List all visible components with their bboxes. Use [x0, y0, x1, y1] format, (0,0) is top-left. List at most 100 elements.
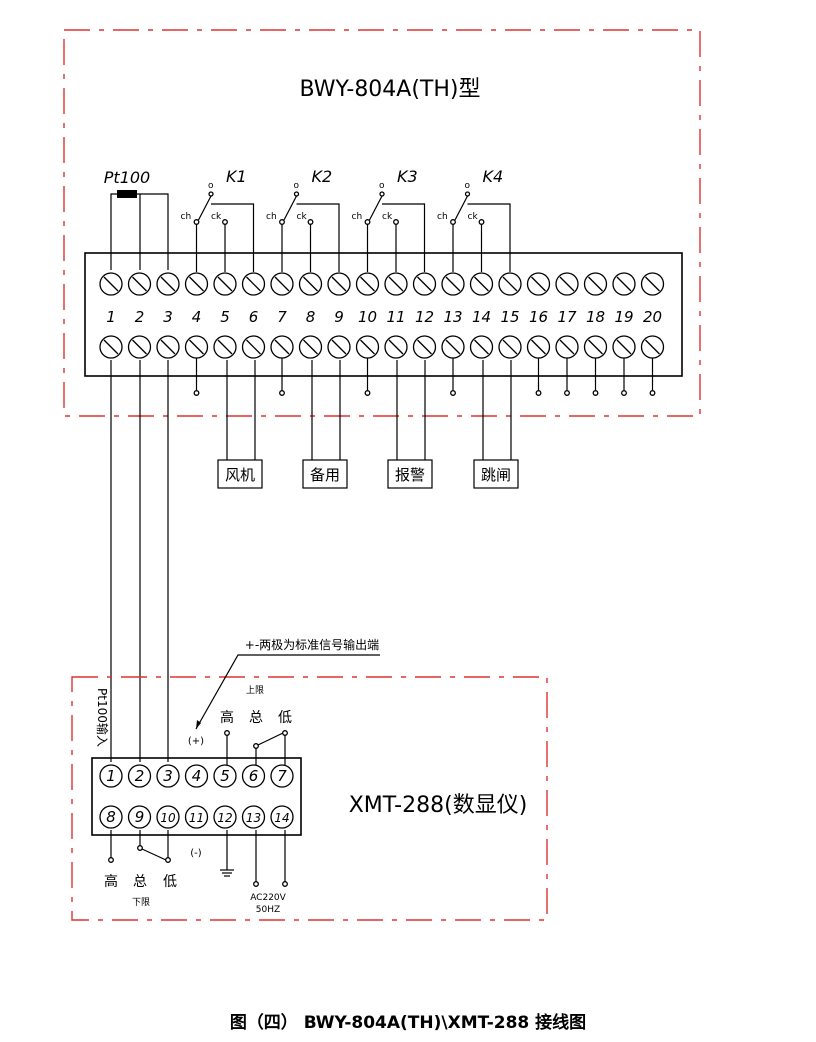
- xmt-terminal-13: 13: [241, 805, 266, 829]
- xmt-terminal-12: 12: [213, 805, 237, 829]
- pt100-label: Pt100: [104, 168, 150, 187]
- terminal-number: 17: [557, 308, 577, 326]
- terminal-top-14: [469, 272, 494, 296]
- svg-text:2: 2: [135, 767, 145, 785]
- terminal-number: 14: [472, 308, 491, 326]
- terminal-pin: [592, 358, 599, 396]
- svg-text:12: 12: [217, 811, 232, 825]
- load-spare-label: 备用: [310, 466, 340, 484]
- terminal-bottom-9: [327, 335, 351, 359]
- xmt-terminal-2: 2: [127, 764, 152, 788]
- svg-text:14: 14: [274, 811, 289, 825]
- relay-ch-label: ch: [437, 212, 448, 222]
- lower-limit-contacts: [108, 830, 171, 863]
- terminal-pin: [364, 358, 371, 396]
- relay-ch-label: ch: [266, 212, 277, 222]
- xmt-title: XMT-288(数显仪): [349, 793, 528, 818]
- upper-limit-common: 总: [249, 710, 263, 726]
- upper-limit-high: 高: [220, 709, 234, 726]
- terminal-bottom-8: [298, 335, 323, 359]
- lower-limit-label: 下限: [132, 897, 150, 908]
- relay-name: K1: [226, 167, 247, 186]
- terminal-row-bottom: [99, 335, 665, 359]
- relay-ch-label: ch: [181, 212, 192, 222]
- xmt-terminal-5: 5: [213, 764, 237, 788]
- terminal-bottom-1: [99, 335, 123, 359]
- terminal-pin: [193, 358, 200, 396]
- terminal-top-15: [498, 272, 522, 296]
- upper-limit-contacts: [224, 730, 288, 765]
- load-spare: 备用: [302, 360, 348, 489]
- terminal-top-4: [184, 272, 209, 296]
- terminal-bottom-11: [384, 335, 408, 359]
- terminal-bottom-10: [355, 335, 380, 359]
- terminal-number: 5: [220, 308, 230, 326]
- terminal-bottom-19: [612, 335, 636, 359]
- xmt-unit-boundary: [71, 676, 548, 921]
- terminal-pin: [450, 358, 456, 396]
- terminal-bottom-16: [526, 335, 551, 359]
- load-fan-label: 风机: [225, 466, 255, 484]
- terminal-top-11: [384, 272, 408, 296]
- signal-output-note: +-两极为标准信号输出端: [245, 637, 379, 652]
- relay-pivot-label: o: [379, 181, 385, 191]
- xmt-terminal-11: 11: [184, 805, 209, 829]
- terminal-top-3: [156, 272, 180, 296]
- pt100-input-label: Pt100输入: [95, 688, 110, 747]
- load-alarm: 报警: [387, 360, 433, 489]
- relay-ck-label: ck: [382, 212, 393, 222]
- terminal-bottom-15: [498, 335, 522, 359]
- relay-ck-label: ck: [468, 212, 479, 222]
- power-voltage-label: AC220V: [250, 893, 286, 903]
- svg-text:7: 7: [277, 767, 287, 785]
- terminal-number: 3: [163, 308, 173, 326]
- terminal-bottom-13: [441, 335, 465, 359]
- terminal-number: 13: [443, 308, 462, 326]
- terminal-top-16: [526, 272, 551, 296]
- xmt-terminal-10: 10: [156, 805, 180, 829]
- minus-label: (-): [190, 848, 202, 859]
- terminal-top-6: [241, 272, 266, 296]
- terminal-top-17: [555, 272, 579, 296]
- relay-pivot-label: o: [465, 181, 471, 191]
- lower-limit-low: 低: [163, 874, 177, 890]
- svg-text:6: 6: [249, 767, 259, 785]
- terminal-top-2: [127, 272, 152, 296]
- lower-limit-high: 高: [104, 873, 118, 890]
- load-fan: 风机: [217, 360, 263, 489]
- xmt-terminal-3: 3: [156, 764, 180, 788]
- terminal-pin: [564, 358, 570, 396]
- terminal-row-top: [99, 272, 665, 296]
- terminal-number: 10: [358, 308, 377, 326]
- terminal-number: 2: [135, 308, 145, 326]
- plus-label: (+): [188, 736, 204, 747]
- callout-arrow: [196, 720, 201, 729]
- terminal-pin: [621, 358, 627, 396]
- relay-name: K2: [312, 167, 333, 186]
- terminal-bottom-20: [640, 335, 665, 359]
- xmt-terminal-9: 9: [127, 805, 152, 829]
- terminal-strip: [84, 252, 683, 377]
- terminal-number: 18: [586, 308, 605, 326]
- terminal-top-7: [270, 272, 294, 296]
- terminal-bottom-3: [156, 335, 180, 359]
- terminal-bottom-4: [184, 335, 209, 359]
- terminal-bottom-6: [241, 335, 266, 359]
- lower-limit-common: 总: [133, 874, 147, 890]
- terminal-number: 15: [500, 308, 519, 326]
- load-trip: 跳闸: [473, 360, 519, 489]
- relay-k1: o ch ck K1: [181, 167, 255, 272]
- relay-pivot-label: o: [208, 181, 214, 191]
- relay-ch-label: ch: [352, 212, 363, 222]
- terminal-pin: [649, 358, 656, 396]
- terminal-number: 9: [334, 308, 344, 326]
- svg-text:3: 3: [163, 767, 173, 785]
- xmt-terminal-7: 7: [270, 764, 294, 788]
- power-leads: [253, 830, 288, 887]
- terminal-number: 1: [106, 308, 116, 326]
- relay-ck-label: ck: [211, 212, 222, 222]
